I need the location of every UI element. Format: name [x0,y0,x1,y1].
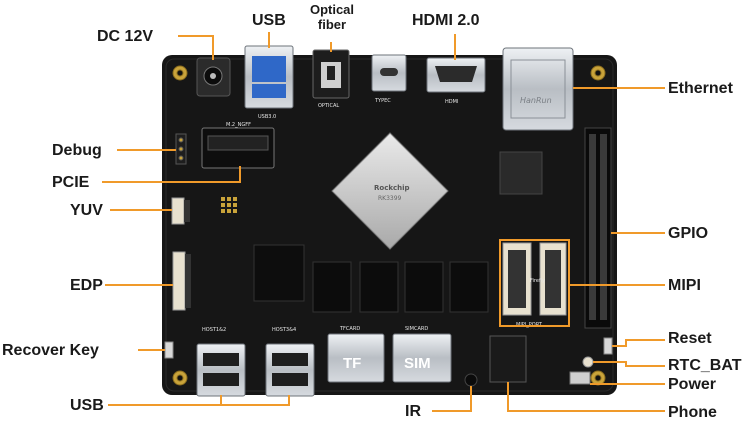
yuv-label: YUV [70,202,103,219]
hdmi-label: HDMI 2.0 [412,12,480,29]
usb-top-label: USB [252,12,286,29]
usb-host12: HOST1&2 [196,327,246,397]
ir-label: IR [405,403,421,420]
dc-jack [196,57,231,97]
callout-lines [102,32,665,412]
yuv-connector [171,197,190,225]
ethernet-silk: HanRun [520,96,552,105]
pad-cluster [221,197,237,213]
soc-brand: Rockchip [374,184,410,192]
usb3-silk: USB3.0 [258,114,276,120]
typec-port: TYPEC [371,54,407,104]
phone-jack [489,335,527,383]
tfcard-silk: TFCARD [339,326,360,332]
tf-text: TF [343,355,361,372]
typec-silk: TYPEC [374,98,391,104]
debug-header [175,133,187,165]
hdmi-port: HDMI [426,57,486,105]
m2-silk: M.2_NGFF [226,122,251,128]
tf-slot: TF TFCARD [327,326,385,383]
power-button [569,371,591,385]
m2-slot: M.2_NGFF [201,122,275,169]
dc-12v-label: DC 12V [97,28,154,45]
optical-silk: OPTICAL [318,103,339,109]
sim-slot: SIM SIMCARD [392,326,452,383]
simcard-silk: SIMCARD [405,326,428,332]
usb-bottom-label: USB [70,397,104,414]
reset-button [603,337,613,355]
pcie-label: PCIE [52,174,90,191]
usb-host34: HOST3&4 [265,327,315,397]
gpio-label: GPIO [668,225,709,242]
recovery-button [164,341,174,359]
ram-chips [312,261,489,313]
emmc-chip [253,244,305,302]
soc-model: RK3399 [378,195,402,202]
hdmi-silk: HDMI [445,99,458,105]
rk3399-soc: Rockchip RK3399 [331,132,449,250]
optical-fiber-label: Optical fiber [309,2,355,32]
rtc-bat-label: RTC_BAT [668,357,742,374]
power-label: Power [668,376,717,393]
gpio-header [584,127,612,329]
sim-text: SIM [404,355,431,372]
pmic-chip [499,151,543,195]
mipi-ports: MIPI_PORT Firefly [502,242,567,328]
mounting-holes [172,65,606,386]
ethernet-port: HanRun [502,47,574,131]
rtc-connector [582,356,594,368]
ethernet-label: Ethernet [668,80,733,97]
firefly-silk: Firefly [530,278,545,284]
debug-label: Debug [52,142,102,159]
edp-connector [172,251,191,311]
recover-key-label: Recover Key [2,342,99,359]
reset-label: Reset [668,330,712,347]
phone-label: Phone [668,404,717,421]
host12-silk: HOST1&2 [202,327,226,333]
host34-silk: HOST3&4 [272,327,296,333]
edp-label: EDP [70,277,103,294]
ir-receiver [464,373,478,387]
usb3-port: USB3.0 [244,45,294,120]
optical-port: OPTICAL [312,49,350,109]
mipi-label: MIPI [668,277,701,294]
